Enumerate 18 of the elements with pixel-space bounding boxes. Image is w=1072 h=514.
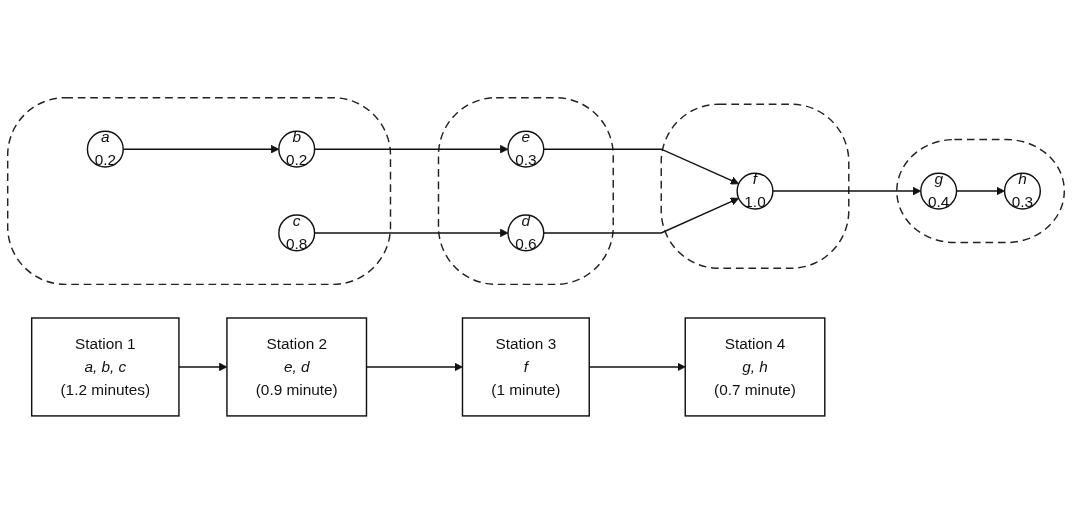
- node-circle: b 0.2: [278, 130, 316, 168]
- node-circle: d 0.6: [507, 214, 545, 252]
- cluster: [896, 139, 1065, 244]
- node-box: Station 1 a, b, c (1.2 minutes): [30, 317, 180, 417]
- cluster: [437, 97, 614, 286]
- node-box: Station 4 g, h (0.7 minute): [684, 317, 826, 417]
- arrow: [543, 197, 740, 234]
- node-circle: e 0.3: [507, 130, 545, 168]
- cluster: [6, 97, 392, 286]
- node-circle: c 0.8: [278, 214, 316, 252]
- node-box: Station 2 e, d (0.9 minute): [226, 317, 368, 417]
- node-box: Station 3 f (1 minute): [461, 317, 590, 417]
- arrow: [543, 148, 740, 185]
- cluster: [660, 103, 850, 270]
- node-circle: h 0.3: [1003, 172, 1042, 210]
- node-circle: g 0.4: [920, 172, 958, 210]
- arrow: [772, 187, 922, 196]
- node-circle: a 0.2: [86, 130, 124, 168]
